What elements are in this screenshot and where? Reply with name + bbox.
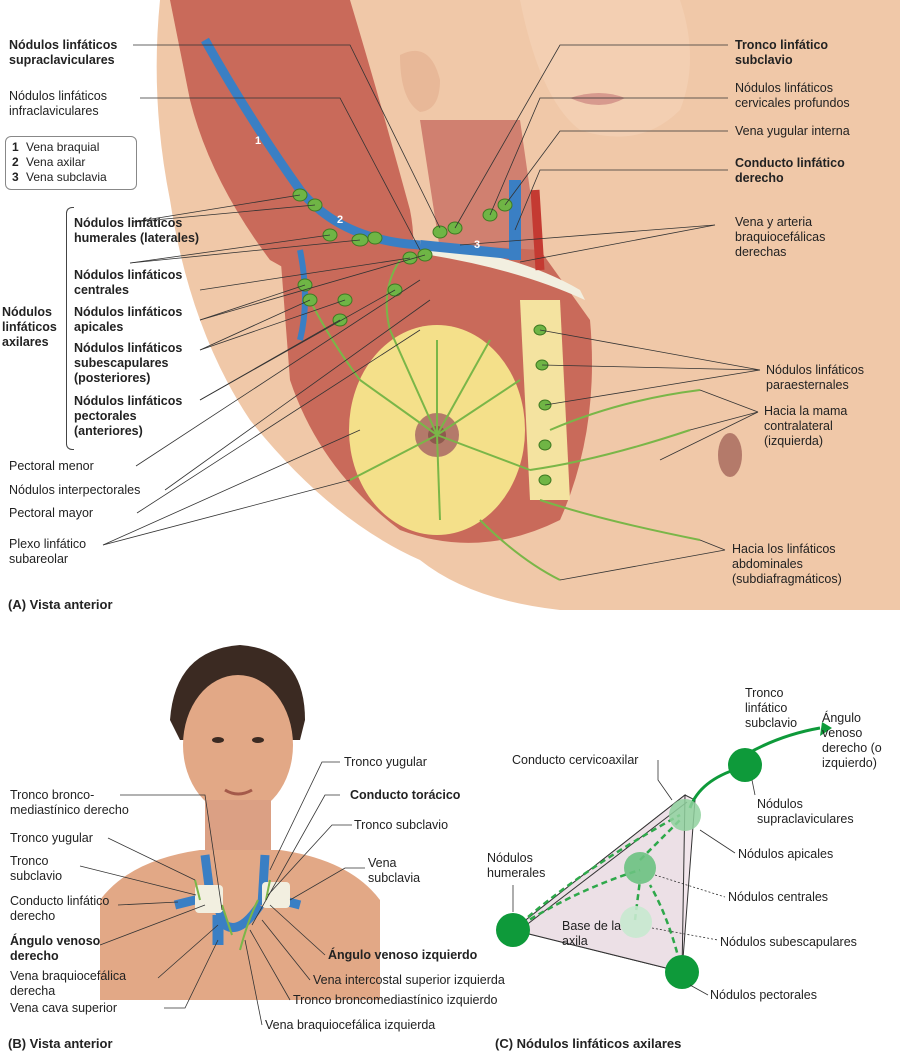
label-b-angulo-derecho: Ángulo venoso derecho: [10, 934, 101, 963]
label-axilares: Nódulos linfáticos axilares: [2, 305, 57, 349]
leader-lines-b: [79, 761, 365, 1026]
panel-a-illustration: [102, 0, 900, 610]
clavicle: [430, 245, 585, 300]
caption-a: (A) Vista anterior: [8, 597, 113, 612]
label-b-toracico: Conducto torácico: [350, 788, 461, 802]
arteria: [530, 189, 545, 271]
label-b-bronco-derecho: Tronco bronco-mediastínico derecho: [10, 788, 129, 817]
panel-b-illustration: [79, 645, 380, 1026]
lymph-vessels-b: [194, 879, 271, 951]
leader-lines-c: [512, 760, 756, 996]
caption-b: (B) Vista anterior: [8, 1036, 113, 1051]
lips: [570, 93, 625, 105]
label-infraclaviculares: Nódulos linfáticos infraclaviculares: [9, 89, 107, 118]
node-central: [624, 852, 656, 884]
label-c-apicales: Nódulos apicales: [738, 847, 834, 861]
label-centrales: Nódulos linfáticos centrales: [74, 268, 183, 297]
leader-lines-a: [102, 44, 761, 581]
label-c-subescapulares: Nódulos subescapulares: [720, 935, 857, 949]
label-c-humerales: Nódulos humerales: [487, 851, 546, 880]
label-c-cervicoaxilar: Conducto cervicoaxilar: [512, 753, 639, 767]
face: [520, 0, 690, 137]
label-b-braquio-izquierda: Vena braquiocefálica izquierda: [265, 1018, 436, 1032]
label-b-yugular-right: Tronco yugular: [344, 755, 427, 769]
label-b-subclavio-right: Tronco subclavio: [354, 818, 449, 832]
left-areola: [718, 433, 742, 477]
label-humerales: Nódulos linfáticos humerales (laterales): [74, 216, 200, 245]
label-yugular-interna: Vena yugular interna: [735, 124, 850, 138]
left-breast: [600, 288, 745, 514]
callout-2: 2: [337, 214, 344, 226]
lymph-vessels: [309, 259, 701, 581]
vena-braquio-b: [210, 898, 264, 932]
node-pectoral: [665, 955, 699, 989]
label-b-vena-subclavia: Vena subclavia: [368, 856, 421, 885]
label-pectoral-mayor: Pectoral mayor: [9, 506, 94, 520]
label-pectoral-menor: Pectoral menor: [9, 459, 94, 473]
label-pectorales: Nódulos linfáticos pectorales (anteriore…: [74, 394, 183, 438]
label-b-intercostal: Vena intercostal superior izquierda: [313, 973, 505, 987]
face-b: [183, 675, 293, 815]
label-interpectorales: Nódulos interpectorales: [9, 483, 141, 497]
label-c-tronco: Tronco linfático subclavio: [745, 686, 798, 730]
ear: [400, 50, 440, 112]
flow-out: [744, 726, 821, 757]
label-abdominales: Hacia los linfáticos abdominales (subdia…: [732, 542, 842, 586]
label-b-bronco-izquierdo: Tronco broncomediastínico izquierdo: [293, 993, 498, 1007]
node-apical: [669, 799, 701, 831]
label-c-supraclav: Nódulos supraclaviculares: [757, 797, 854, 826]
label-b-angulo-izquierdo: Ángulo venoso izquierdo: [328, 948, 478, 962]
label-subescapulares: Nódulos linfáticos subescapulares (poste…: [74, 341, 183, 385]
label-mama-contralateral: Hacia la mama contralateral (izquierda): [764, 404, 848, 448]
callout-1: 1: [255, 135, 262, 147]
caption-c: (C) Nódulos linfáticos axilares: [495, 1036, 682, 1051]
label-c-centrales: Nódulos centrales: [728, 890, 829, 904]
node-supraclav: [728, 748, 762, 782]
label-b-yugular-left: Tronco yugular: [10, 831, 93, 845]
label-apicales: Nódulos linfáticos apicales: [74, 305, 183, 334]
label-plexo: Plexo linfático subareolar: [9, 537, 87, 566]
node-humeral: [496, 913, 530, 947]
label-c-pectorales: Nódulos pectorales: [710, 988, 818, 1002]
label-tronco-subclavio: Tronco linfático subclavio: [735, 38, 829, 67]
node-subescap: [620, 906, 652, 938]
label-c-base: Base de la axila: [562, 919, 622, 948]
label-supraclaviculares: Nódulos linfáticos supraclaviculares: [9, 38, 118, 67]
label-b-braquio-derecha: Vena braquiocefálica derecha: [10, 969, 127, 998]
axillary-brace: [66, 207, 74, 450]
label-cervicales: Nódulos linfáticos cervicales profundos: [735, 81, 850, 110]
callout-3: 3: [474, 239, 481, 251]
label-b-subclavio-left: Tronco subclavio: [10, 854, 63, 883]
label-b-cava: Vena cava superior: [10, 1001, 118, 1015]
label-conducto-derecho: Conducto linfático derecho: [735, 156, 845, 185]
label-braquiocefalicas: Vena y arteria braquiocefálicas derechas: [735, 215, 826, 259]
label-b-conducto-derecho: Conducto linfático derecho: [10, 894, 110, 923]
label-paraesternales: Nódulos linfáticos paraesternales: [766, 363, 864, 392]
panel-c-illustration: [496, 722, 832, 996]
label-c-angulo: Ángulo venoso derecho (o izquierdo): [822, 711, 882, 770]
hair: [160, 0, 520, 50]
